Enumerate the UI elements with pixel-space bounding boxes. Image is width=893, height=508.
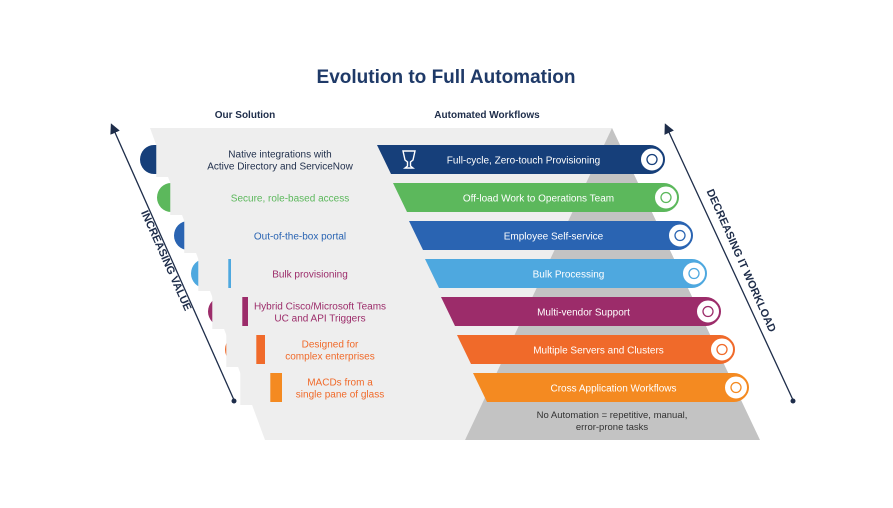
solution-text: UC and API Triggers (274, 314, 365, 325)
left-axis-dot (231, 398, 237, 404)
solution-text: Active Directory and ServiceNow (207, 162, 353, 173)
panel-slice (226, 332, 257, 367)
panel-slice (212, 294, 243, 329)
workflow-bar (409, 221, 693, 250)
right-axis-dot (790, 398, 796, 404)
workflow-text: Bulk Processing (533, 270, 605, 281)
left-axis-arrow (110, 123, 235, 401)
right-axis-arrow (664, 123, 794, 401)
badge-glyph (674, 229, 686, 242)
solution-text: Bulk provisioning (272, 270, 348, 281)
badge-glyph (646, 153, 658, 166)
badge-glyph (660, 191, 672, 204)
gear-icon (639, 146, 665, 173)
workflow-text: Multi-vendor Support (537, 308, 630, 319)
workflow-text: Employee Self-service (504, 232, 604, 243)
header-our-solution: Our Solution (215, 110, 276, 121)
workflow-bar (441, 297, 721, 326)
panel-slice (184, 218, 215, 253)
panel-slice (198, 256, 229, 291)
header-automated-workflows: Automated Workflows (434, 110, 540, 121)
apps-icon (723, 374, 749, 401)
trophy-icon (402, 150, 416, 169)
user-laptop-icon (667, 222, 693, 249)
workflow-bar (377, 145, 665, 174)
solution-text: Designed for (302, 340, 359, 351)
panel-slice (240, 370, 271, 405)
level-row: Bulk provisioning Bulk Processing (191, 256, 707, 291)
panel-slice (156, 142, 187, 177)
folder-icon (681, 260, 707, 287)
panel-slice (170, 180, 201, 215)
badge-glyph (716, 343, 728, 356)
base-line-2: error-prone tasks (576, 422, 649, 433)
solution-text: single pane of glass (296, 390, 384, 401)
workflow-bar (393, 183, 679, 212)
diagram-title: Evolution to Full Automation (317, 67, 576, 88)
level-row: Secure, role-based access Off-load Work t… (157, 180, 679, 215)
workflow-text: Full-cycle, Zero-touch Provisioning (447, 156, 600, 167)
solution-text: Hybrid Cisco/Microsoft Teams (254, 302, 386, 313)
workflow-bar (473, 373, 749, 402)
workflow-text: Multiple Servers and Clusters (533, 346, 664, 357)
workflow-bar (457, 335, 735, 364)
workflow-bar (425, 259, 707, 288)
network-icon (695, 298, 721, 325)
solution-text: Secure, role-based access (231, 194, 349, 205)
workflow-text: Cross Application Workflows (551, 384, 677, 395)
badge-glyph (702, 305, 714, 318)
workflow-text: Off-load Work to Operations Team (463, 194, 614, 205)
person-icon (653, 184, 679, 211)
badge-glyph (688, 267, 700, 280)
server-icon (709, 336, 735, 363)
level-row: Out-of-the-box portal Employee Self-servi… (174, 218, 693, 253)
solution-text: MACDs from a (307, 378, 373, 389)
base-line-1: No Automation = repetitive, manual, (537, 410, 688, 421)
solution-text: Native integrations with (228, 150, 331, 161)
badge-glyph (730, 381, 742, 394)
solution-text: Out-of-the-box portal (254, 232, 346, 243)
solution-text: complex enterprises (285, 352, 374, 363)
